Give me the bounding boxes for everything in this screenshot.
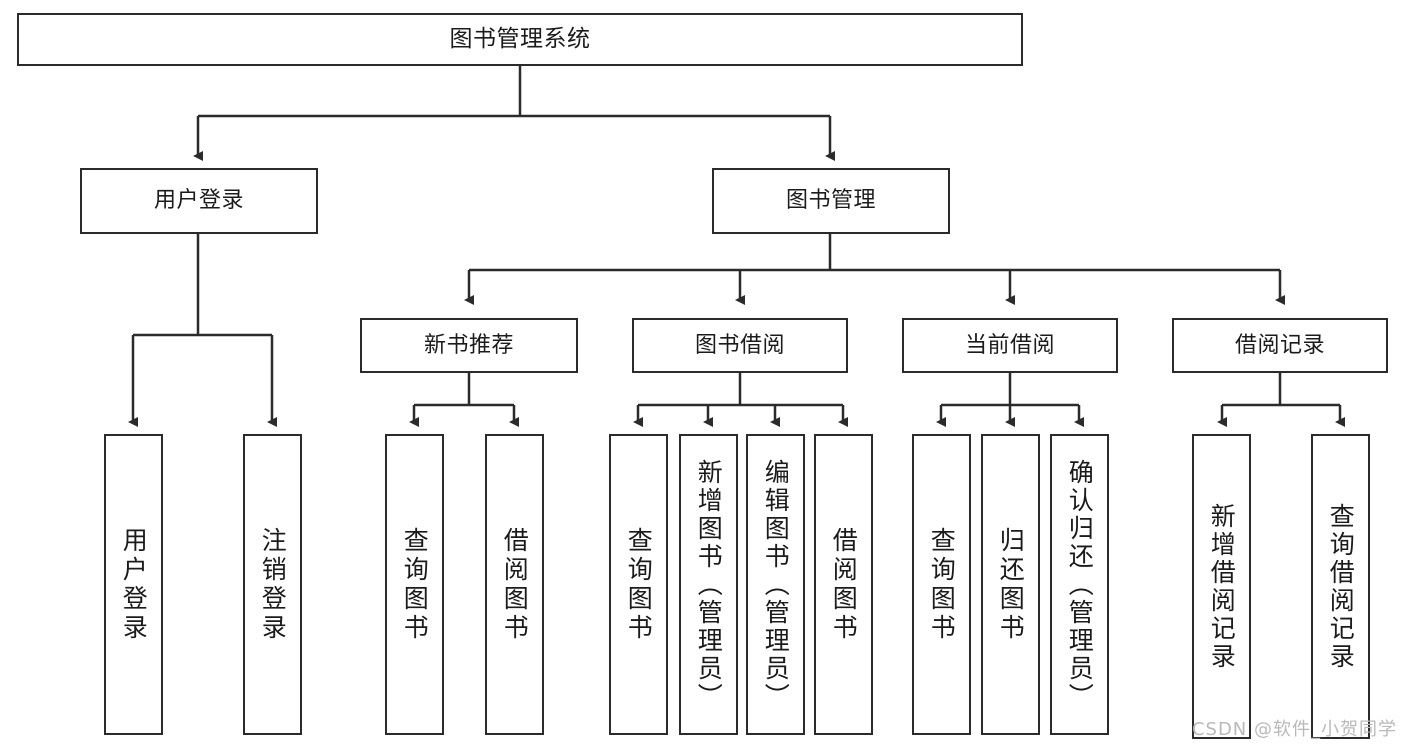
node-label: 归还图书 [996,526,1026,643]
node-label: 查询借阅记录 [1326,502,1356,671]
node-leaf-return-book[interactable]: 归还图书 [981,434,1040,735]
node-label: 用户登录 [153,188,244,214]
node-label: 图书管理系统 [449,25,591,52]
node-label: 图书借阅 [694,332,785,358]
node-root-book-management-system[interactable]: 图书管理系统 [17,13,1023,66]
node-leaf-add-record[interactable]: 新增借阅记录 [1192,434,1251,739]
node-leaf-add-book[interactable]: 新增图书（管理员） [679,434,738,735]
node-leaf-user-login[interactable]: 用户登录 [104,434,163,735]
node-label: 当前借阅 [964,332,1055,358]
node-label: 编辑图书（管理员） [761,458,791,711]
node-label: 借阅图书 [829,526,859,643]
node-label: 图书管理 [785,188,876,214]
node-book-borrow[interactable]: 图书借阅 [632,318,848,373]
node-leaf-query-record[interactable]: 查询借阅记录 [1311,434,1370,739]
node-leaf-confirm-return[interactable]: 确认归还（管理员） [1050,434,1109,735]
node-label: 查询图书 [927,526,957,643]
node-borrow-record[interactable]: 借阅记录 [1172,318,1388,373]
node-label: 新增借阅记录 [1207,502,1237,671]
node-leaf-edit-book[interactable]: 编辑图书（管理员） [746,434,805,735]
node-label: 注销登录 [258,526,288,643]
node-label: 查询图书 [400,526,430,643]
node-leaf-borrow-book-2[interactable]: 借阅图书 [814,434,873,735]
node-leaf-user-logout[interactable]: 注销登录 [243,434,302,735]
node-label: 查询图书 [624,526,654,643]
node-label: 借阅记录 [1234,332,1325,358]
node-label: 用户登录 [119,526,149,643]
node-current-borrow[interactable]: 当前借阅 [902,318,1118,373]
node-user-login[interactable]: 用户登录 [80,168,318,234]
node-label: 新增图书（管理员） [694,458,724,711]
node-label: 新书推荐 [423,332,514,358]
node-book-management[interactable]: 图书管理 [712,168,950,234]
node-leaf-borrow-book-1[interactable]: 借阅图书 [485,434,544,735]
node-leaf-query-book-2[interactable]: 查询图书 [609,434,668,735]
node-label: 借阅图书 [500,526,530,643]
node-label: 确认归还（管理员） [1065,458,1095,711]
node-leaf-query-book-3[interactable]: 查询图书 [912,434,971,735]
node-leaf-query-book-1[interactable]: 查询图书 [385,434,444,735]
node-new-book-recommend[interactable]: 新书推荐 [360,318,578,373]
